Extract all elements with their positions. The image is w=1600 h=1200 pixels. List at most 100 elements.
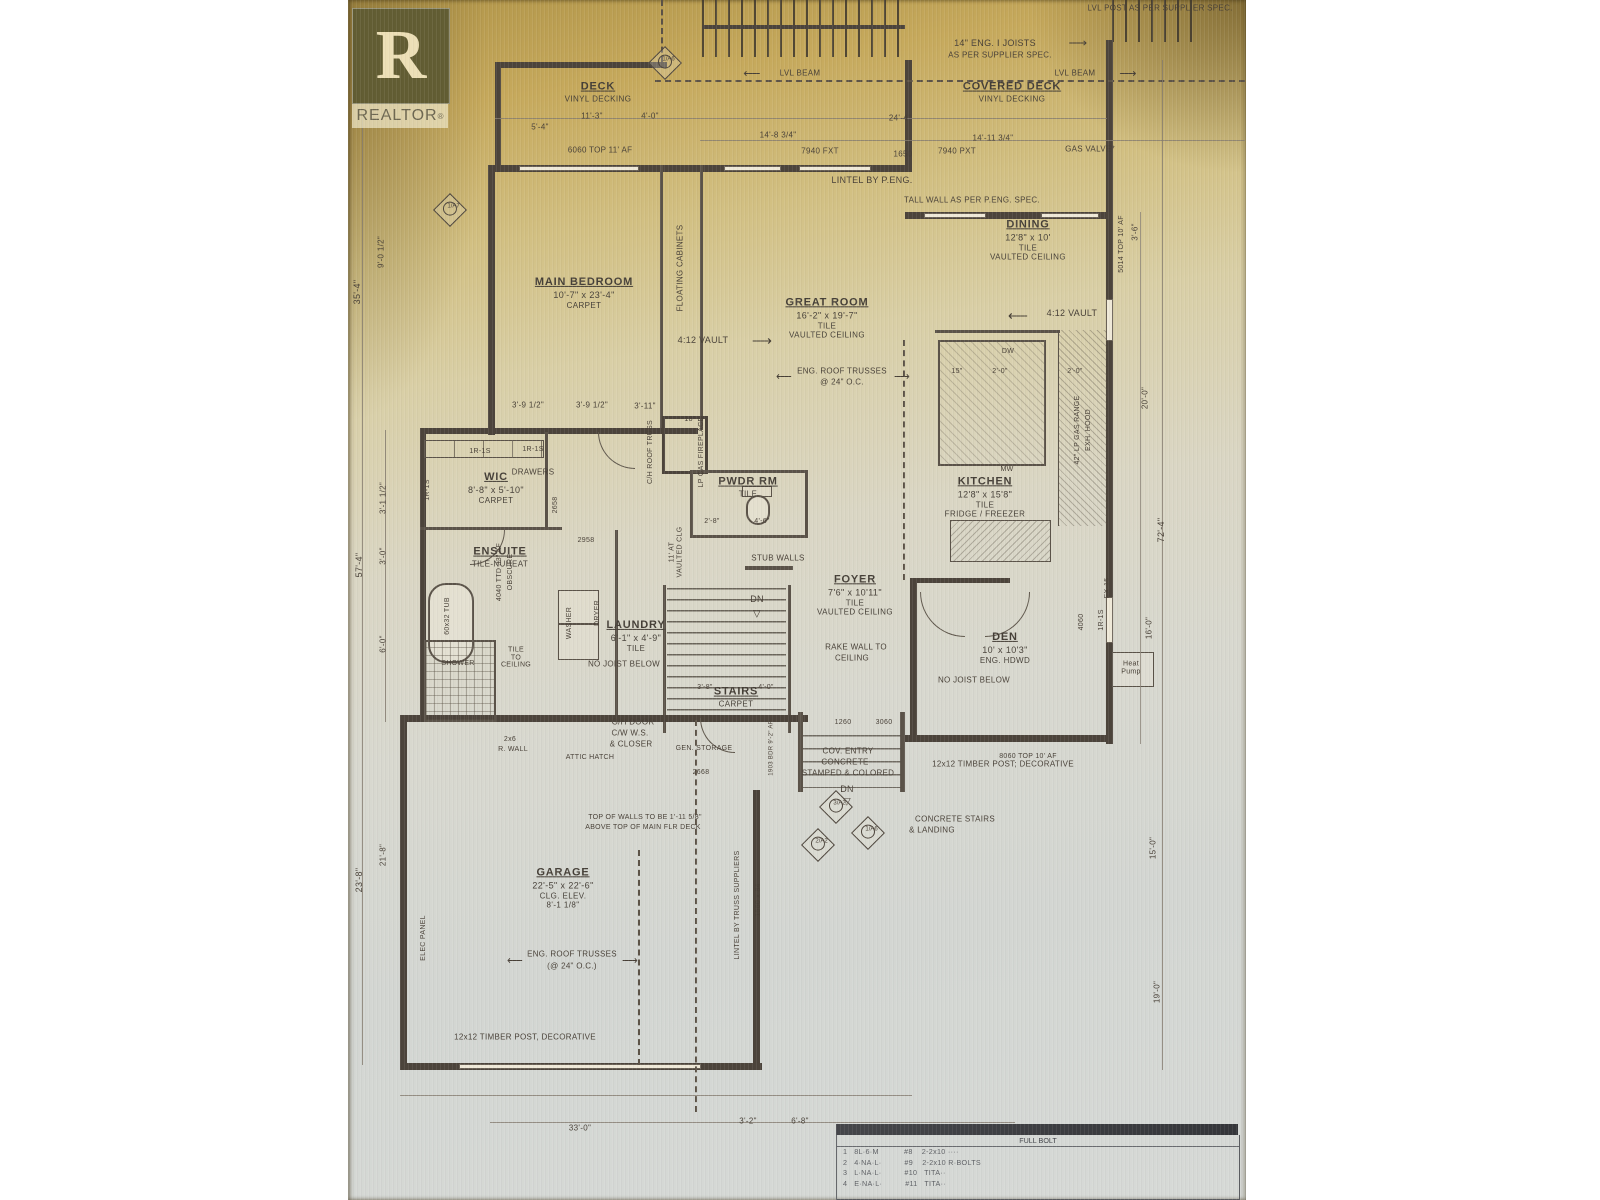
annotation: 3'-1 1/2" [378, 482, 388, 514]
annotation: 2958 [577, 537, 595, 545]
room-name: DEN [992, 630, 1018, 643]
wall-segment [900, 712, 905, 792]
wall-segment [663, 585, 666, 733]
room-finish: CARPET [566, 300, 602, 310]
room-name: DINING [1006, 218, 1050, 231]
room-name: FOYER [834, 573, 876, 586]
detail-reference-tag: 3/A2 [819, 790, 853, 824]
wall-segment [803, 735, 901, 788]
wall-segment [545, 432, 548, 530]
annotation: @ 24" O.C. [820, 377, 864, 387]
annotation: 23'-8" [354, 867, 365, 893]
wall-segment [910, 583, 917, 741]
room-name: WIC [484, 470, 508, 483]
room-name: KITCHEN [957, 475, 1013, 488]
table-row: 1 8L·6·M #8 2-2x10 ···· [843, 1147, 959, 1156]
wall-segment [615, 530, 618, 722]
annotation: 1903 BDR 9'-2" AF [768, 720, 775, 776]
wall-segment [638, 850, 642, 1065]
tag-text: 1/A6 [865, 826, 878, 833]
annotation: G/H DOOR [611, 717, 655, 727]
annotation: ATTIC HATCH [565, 754, 615, 762]
wall-segment [700, 165, 703, 430]
annotation: 15'-0" [1148, 836, 1158, 860]
wall-segment [690, 535, 808, 538]
room-finish: VINYL DECKING [564, 94, 632, 104]
wall-segment [488, 165, 908, 172]
wall-segment [1112, 0, 1192, 42]
tag-text: 1/A6 [662, 56, 675, 63]
annotation: TALL WALL AS PER P.ENG. SPEC. [903, 195, 1041, 205]
annotation: 5'-4" [531, 122, 549, 132]
annotation: (@ 24" O.C.) [547, 961, 597, 971]
wall-segment [362, 118, 363, 1065]
wall-segment [1112, 652, 1154, 687]
annotation: ⟶ [621, 954, 639, 967]
annotation: CEILING [834, 653, 870, 663]
annotation: ▽ [753, 608, 761, 620]
annotation: 5014 TOP 10' AF [1118, 215, 1126, 273]
annotation: STUB WALLS [751, 553, 805, 563]
wall-segment [702, 25, 905, 29]
annotation: 7940 PXT [938, 146, 976, 156]
annotation: ⟶ [1068, 34, 1088, 50]
wall-segment [400, 715, 407, 1070]
realtor-logo-icon: R [352, 8, 450, 104]
annotation: 1R-1S [1098, 609, 1106, 631]
annotation: 3'-9 1/2" [512, 400, 544, 410]
annotation: CONCRETE STAIRS [915, 814, 995, 824]
wall-segment [420, 428, 426, 722]
annotation: ⟵ [1007, 307, 1029, 324]
annotation: ENG. ROOF TRUSSES [797, 366, 887, 376]
room-finish: VINYL DECKING [978, 94, 1046, 104]
wall-segment [400, 1095, 912, 1096]
annotation: 20'-0" [1140, 386, 1150, 410]
room-finish: TILE FRIDGE / FREEZER [944, 500, 1026, 519]
annotation: 19'-0" [1152, 980, 1162, 1004]
annotation: 11'-3" [581, 111, 603, 121]
annotation: TOP OF WALLS TO BE 1'-11 5/8" [588, 814, 702, 822]
annotation: 14" ENG. I JOISTS [954, 38, 1036, 49]
room-name: GARAGE [536, 866, 590, 879]
annotation: 16'-0" [1144, 616, 1154, 640]
annotation: 35'-4" [352, 279, 363, 305]
annotation: 9'-0 1/2" [376, 236, 386, 268]
table-row: 4 E·NA·L· #11 TITA·· [843, 1178, 946, 1188]
annotation: 3'-9 1/2" [576, 400, 608, 410]
room-finish: CARPET [478, 495, 514, 505]
annotation: DN [750, 594, 764, 605]
annotation: 1R-1S [424, 479, 432, 501]
annotation: ▽ [843, 796, 851, 808]
annotation: NO JOIST BELOW [937, 675, 1011, 685]
annotation: 3'-6" [1130, 223, 1140, 241]
wall-segment [938, 340, 1046, 466]
annotation: DRYER [594, 600, 602, 626]
annotation: GEN. STORAGE [675, 745, 733, 753]
room-dimensions: 16'-2" x 19'-7" [796, 309, 858, 320]
annotation: ⟶ [893, 370, 911, 383]
annotation: ⟵ [775, 370, 793, 383]
annotation: 24'-4" [888, 113, 912, 123]
annotation: 15" [951, 368, 963, 376]
schedule-bar-left [836, 1124, 1238, 1135]
tag-text: 1/A7 [447, 203, 460, 210]
annotation: LINTEL BY TRUSS SUPPLIERS [734, 850, 742, 960]
wall-segment [798, 712, 803, 792]
annotation: 1260 [834, 719, 852, 727]
annotation: NO JOIST BELOW [587, 659, 661, 669]
annotation: ELEC PANEL [420, 915, 428, 961]
wall-segment [920, 592, 965, 637]
annotation: LVL BEAM [1054, 68, 1096, 78]
wall-segment [420, 527, 562, 530]
annotation: LINTEL BY P.ENG. [831, 175, 913, 186]
annotation: LVL POST AS PER SUPPLIER SPEC. [1087, 3, 1233, 13]
wall-segment [385, 430, 386, 722]
wall-segment [905, 60, 912, 172]
annotation: FLOATING CABINETS [675, 224, 685, 312]
